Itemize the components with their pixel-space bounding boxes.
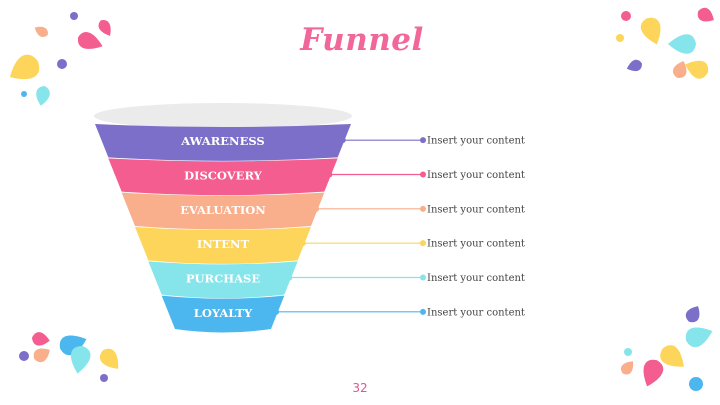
- funnel-segment-evaluation: [121, 192, 325, 230]
- decor-petal: [33, 348, 50, 363]
- decor-petal: [32, 332, 50, 346]
- stage-content: Insert your content: [427, 273, 525, 284]
- connector-dot: [420, 205, 426, 212]
- decor-petal: [36, 86, 50, 106]
- decor-dot: [19, 351, 29, 361]
- connector-dot: [420, 274, 426, 281]
- decor-petal: [660, 345, 684, 367]
- stage-content: Insert your content: [427, 239, 525, 250]
- stage-label: EVALUATION: [180, 203, 266, 217]
- stage-label: DISCOVERY: [184, 169, 263, 183]
- decor-petal: [77, 31, 103, 49]
- decor-bottom-right: [621, 306, 713, 391]
- decor-dot: [621, 11, 631, 21]
- connector-dot: [273, 308, 280, 315]
- decor-petal: [70, 346, 91, 374]
- decor-petal: [99, 348, 119, 369]
- connector-dot: [420, 240, 426, 247]
- funnel-rim: [94, 103, 352, 129]
- decor-petal: [672, 60, 687, 78]
- decor-petal: [626, 59, 642, 72]
- slide-title: Funnel: [300, 22, 424, 58]
- decor-petal: [621, 361, 634, 375]
- decor-petal: [98, 19, 111, 36]
- connector-dot: [286, 274, 293, 281]
- decor-dot: [21, 91, 27, 97]
- decor-bottom-left: [19, 332, 119, 382]
- page-number: 32: [352, 381, 368, 395]
- decor-petal: [643, 359, 664, 387]
- stage-content: Insert your content: [427, 170, 525, 181]
- funnel-segment-intent: [135, 227, 311, 264]
- decor-petal: [59, 335, 87, 356]
- connector-dot: [420, 137, 426, 144]
- decor-petal: [10, 54, 40, 80]
- stage-label: AWARENESS: [180, 134, 264, 148]
- stage-content: Insert your content: [427, 204, 525, 215]
- funnel: AWARENESS DISCOVERY EVALUATION INTENT PURCHA…: [94, 103, 352, 333]
- stage-label: INTENT: [197, 237, 250, 251]
- decor-petal: [668, 34, 696, 54]
- funnel-segment-awareness: [95, 124, 351, 161]
- decor-dot: [70, 12, 78, 20]
- decor-dot: [100, 374, 108, 382]
- stage-content: Insert your content: [427, 136, 525, 147]
- connector-dot: [326, 171, 333, 178]
- decor-petal: [697, 7, 714, 22]
- connector-dot: [420, 171, 426, 178]
- decor-top-left: [10, 12, 111, 106]
- funnel-segment-purchase: [148, 261, 298, 299]
- connector-dot: [313, 205, 320, 212]
- decor-dot: [616, 34, 624, 42]
- decor-petal: [640, 17, 661, 45]
- stage-label: PURCHASE: [186, 272, 260, 286]
- decor-dot: [624, 348, 632, 356]
- decor-petal: [685, 60, 709, 79]
- decor-petal: [34, 26, 48, 37]
- funnel-segment-discovery: [108, 158, 338, 196]
- decor-dot: [689, 377, 703, 391]
- stage-content: Insert your content: [427, 307, 525, 318]
- decor-petal: [685, 327, 713, 348]
- stage-label: LOYALTY: [194, 306, 253, 320]
- decor-dot: [57, 59, 67, 69]
- decor-petal: [685, 306, 700, 323]
- connector-dot: [299, 240, 306, 247]
- connector-dot: [339, 137, 346, 144]
- decor-top-right: [616, 7, 714, 79]
- funnel-segment-loyalty: [161, 295, 285, 333]
- connector-dot: [420, 308, 426, 315]
